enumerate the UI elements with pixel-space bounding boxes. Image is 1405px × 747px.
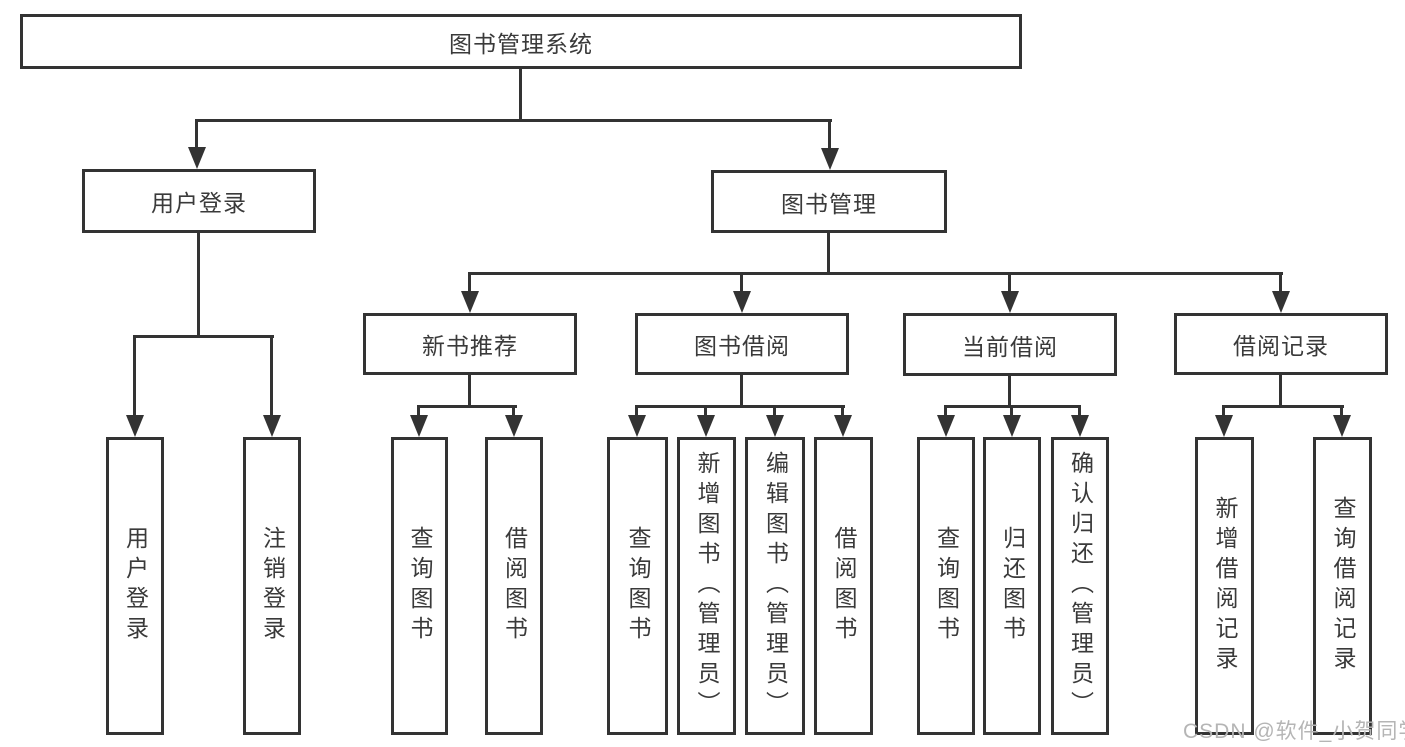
connector-line <box>468 375 471 408</box>
arrow-down-icon <box>1272 291 1290 313</box>
connector-line <box>195 119 198 149</box>
connector-line <box>512 405 515 417</box>
node-query-borrow-record: 查询借阅记录 <box>1313 437 1372 735</box>
node-user-login: 用户登录 <box>82 169 316 233</box>
node-label: 新书推荐 <box>422 333 518 359</box>
arrow-down-icon <box>410 415 428 437</box>
connector-line <box>828 119 831 150</box>
node-label: 用户登录 <box>122 526 149 646</box>
node-label: 图书管理系统 <box>449 30 593 57</box>
connector-line <box>417 405 517 408</box>
node-borrow-record: 借阅记录 <box>1174 313 1388 375</box>
node-label: 编辑图书（管理员） <box>762 451 789 721</box>
node-label: 查询图书 <box>407 526 433 646</box>
connector-line <box>827 233 830 275</box>
node-borrow-books: 借阅图书 <box>814 437 873 735</box>
connector-line <box>197 233 200 338</box>
connector-line <box>1008 375 1011 408</box>
arrow-down-icon <box>1003 415 1021 437</box>
connector-line <box>1279 272 1282 293</box>
node-edit-books-admin: 编辑图书（管理员） <box>745 437 805 735</box>
connector-line <box>1222 405 1225 417</box>
node-add-books-admin: 新增图书（管理员） <box>677 437 736 735</box>
node-library-management-system: 图书管理系统 <box>20 14 1022 69</box>
arrow-down-icon <box>834 415 852 437</box>
arrow-down-icon <box>628 415 646 437</box>
connector-line <box>773 405 776 417</box>
arrow-down-icon <box>461 291 479 313</box>
arrow-down-icon <box>188 147 206 169</box>
connector-line <box>133 335 136 416</box>
node-return-books: 归还图书 <box>983 437 1041 735</box>
connector-line <box>704 405 707 417</box>
arrow-down-icon <box>1215 415 1233 437</box>
connector-line <box>1279 375 1282 408</box>
connector-line <box>1078 405 1081 417</box>
connector-line <box>635 405 638 417</box>
connector-line <box>635 405 845 408</box>
connector-line <box>740 272 743 293</box>
connector-line <box>841 405 844 417</box>
connector-line <box>468 272 1283 275</box>
node-borrow-books-recommend: 借阅图书 <box>485 437 543 735</box>
node-add-borrow-record: 新增借阅记录 <box>1195 437 1254 735</box>
node-label: 查询图书 <box>933 526 960 646</box>
connector-line <box>468 272 471 293</box>
node-label: 新增借阅记录 <box>1212 496 1238 676</box>
arrow-down-icon <box>733 291 751 313</box>
arrow-down-icon <box>1333 415 1351 437</box>
node-label: 新增图书（管理员） <box>694 451 720 721</box>
arrow-down-icon <box>505 415 523 437</box>
node-confirm-return-admin: 确认归还（管理员） <box>1051 437 1109 735</box>
arrow-down-icon <box>1001 291 1019 313</box>
node-query-books-current: 查询图书 <box>917 437 975 735</box>
connector-line <box>133 335 274 338</box>
connector-line <box>1008 272 1011 293</box>
node-label: 查询借阅记录 <box>1330 496 1356 676</box>
connector-line <box>740 375 743 408</box>
node-label: 借阅图书 <box>831 526 857 646</box>
node-book-borrow: 图书借阅 <box>635 313 849 375</box>
connector-line <box>1340 405 1343 417</box>
node-new-book-recommend: 新书推荐 <box>363 313 577 375</box>
arrow-down-icon <box>937 415 955 437</box>
node-query-books-recommend: 查询图书 <box>391 437 448 735</box>
node-label: 借阅记录 <box>1233 333 1329 359</box>
arrow-down-icon <box>697 415 715 437</box>
arrow-down-icon <box>1071 415 1089 437</box>
node-label: 确认归还（管理员） <box>1067 451 1094 721</box>
node-label: 查询图书 <box>625 526 651 646</box>
connector-line <box>270 335 273 416</box>
node-label: 当前借阅 <box>962 333 1058 360</box>
connector-line <box>1222 405 1344 408</box>
node-logout-login: 注销登录 <box>243 437 301 735</box>
arrow-down-icon <box>766 415 784 437</box>
node-label: 归还图书 <box>999 526 1026 646</box>
node-label: 借阅图书 <box>501 526 528 646</box>
connector-line <box>195 119 832 122</box>
node-label: 用户登录 <box>151 190 247 216</box>
node-current-borrow: 当前借阅 <box>903 313 1117 376</box>
arrow-down-icon <box>821 148 839 170</box>
node-query-books-borrow: 查询图书 <box>607 437 668 735</box>
connector-line <box>1010 405 1013 417</box>
node-book-management: 图书管理 <box>711 170 947 233</box>
watermark: CSDN @软件_小贺同学 <box>1183 720 1405 743</box>
arrow-down-icon <box>126 415 144 437</box>
node-label: 图书管理 <box>781 190 877 217</box>
arrow-down-icon <box>263 415 281 437</box>
connector-line <box>944 405 947 417</box>
node-label: 注销登录 <box>259 526 286 646</box>
connector-line <box>519 69 522 121</box>
connector-line <box>417 405 420 417</box>
node-user-login-leaf: 用户登录 <box>106 437 164 735</box>
node-label: 图书借阅 <box>694 333 790 359</box>
